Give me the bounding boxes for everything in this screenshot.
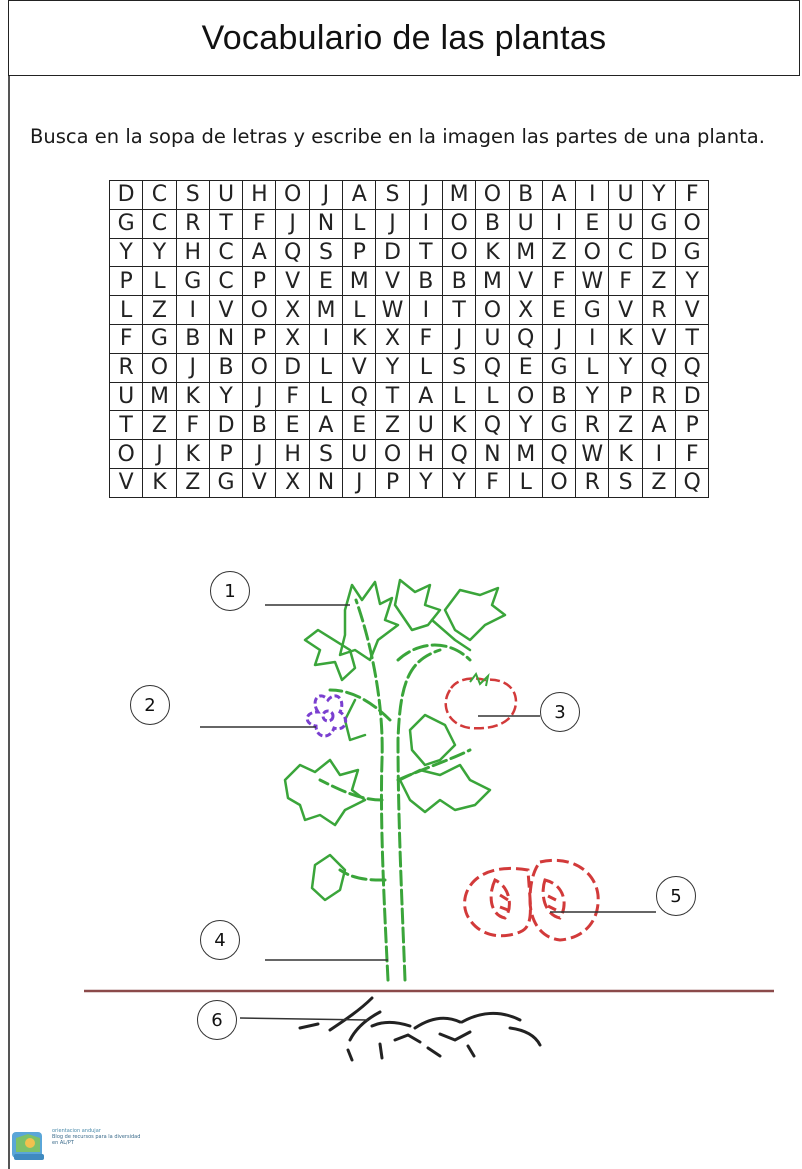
- label-circle-6: 6: [197, 1000, 237, 1040]
- label-circle-4: 4: [200, 920, 240, 960]
- label-circle-5: 5: [656, 876, 696, 916]
- tomato: [446, 678, 516, 728]
- stem: [320, 600, 470, 980]
- label-circle-2: 2: [130, 685, 170, 725]
- tomato-calyx: [470, 674, 488, 686]
- label-circle-1: 1: [210, 571, 250, 611]
- leader-lines: [200, 605, 656, 1020]
- logo-caption: orientacion andujar Blog de recursos par…: [52, 1128, 142, 1146]
- roots: [300, 998, 540, 1060]
- flower: [307, 696, 345, 736]
- tomato-halves: [465, 860, 599, 940]
- leaves: [285, 580, 505, 900]
- label-circle-3: 3: [540, 692, 580, 732]
- logo-icon: [10, 1124, 50, 1162]
